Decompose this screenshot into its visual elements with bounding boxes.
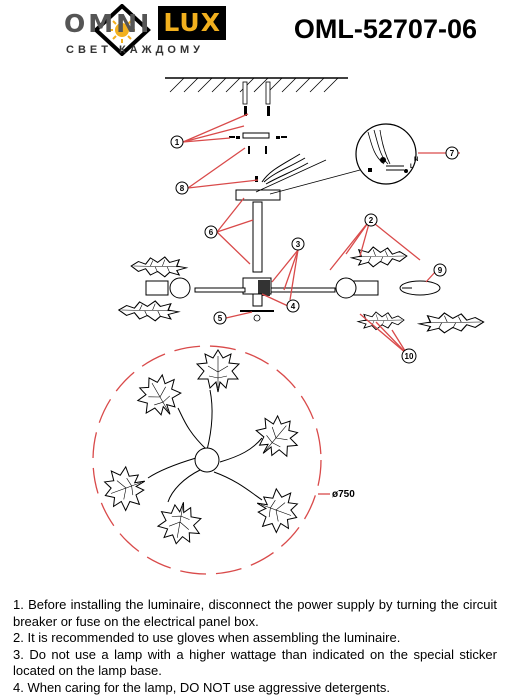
- svg-text:4: 4: [291, 302, 296, 311]
- wire-label-l: L: [410, 164, 414, 170]
- callout-2: 2: [364, 213, 378, 227]
- svg-text:1: 1: [175, 138, 180, 147]
- callout-numbers: 1 8 6 3 5 4 2 9 10 7: [170, 135, 459, 364]
- svg-text:9: 9: [438, 266, 443, 275]
- note-4: 4. When caring for the lamp, DO NOT use …: [13, 679, 390, 695]
- brand-tagline: СВЕТ КАЖДОМУ: [66, 44, 204, 56]
- callout-4: 4: [286, 299, 300, 313]
- wire-label-n: N: [414, 157, 418, 163]
- canopy-and-rod: [235, 189, 281, 322]
- note-3: 3. Do not use a lamp with a higher watta…: [13, 646, 497, 679]
- wiring-detail: N L: [255, 123, 418, 195]
- svg-text:3: 3: [296, 240, 301, 249]
- top-view: ø750: [92, 345, 355, 575]
- svg-text:5: 5: [218, 314, 223, 323]
- callout-5: 5: [213, 311, 227, 325]
- installation-diagram: N L 1 8 6 3 5 4 2 9: [92, 77, 485, 575]
- callout-10: 10: [401, 348, 417, 364]
- callout-8: 8: [175, 181, 189, 195]
- svg-text:10: 10: [405, 352, 414, 361]
- model-number: OML-52707-06: [293, 14, 477, 44]
- callout-7: 7: [445, 146, 459, 160]
- brand-lux: LUX: [158, 6, 226, 40]
- svg-text:2: 2: [369, 216, 374, 225]
- note-1: 1. Before installing the luminaire, disc…: [13, 597, 497, 629]
- callout-1: 1: [170, 135, 184, 149]
- svg-text:6: 6: [209, 228, 214, 237]
- ceiling: [165, 77, 348, 105]
- callout-leaders: [182, 113, 460, 355]
- callout-3: 3: [291, 237, 305, 251]
- brand-omni: OMNI: [64, 8, 153, 38]
- diameter-label: ø750: [332, 489, 355, 500]
- logo-diamond-icon: [93, 4, 151, 56]
- callout-6: 6: [204, 225, 218, 239]
- mounting-bracket: [229, 106, 309, 185]
- safety-notes: 1. Before installing the luminaire, disc…: [13, 597, 497, 696]
- svg-text:7: 7: [450, 149, 455, 158]
- note-2: 2. It is recommended to use gloves when …: [13, 630, 401, 645]
- callout-9: 9: [433, 263, 447, 277]
- lamp-arms: [145, 277, 441, 299]
- svg-text:8: 8: [180, 184, 185, 193]
